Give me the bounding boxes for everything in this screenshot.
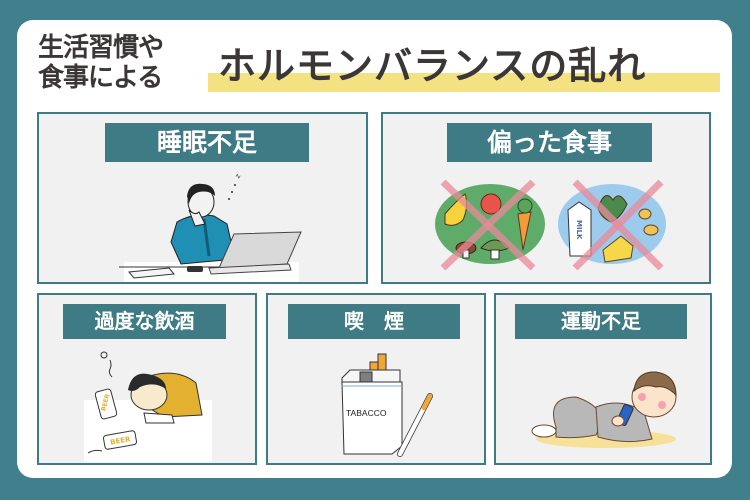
svg-text:TABACCO: TABACCO	[346, 408, 387, 418]
title-highlight-bar	[208, 73, 720, 92]
page-title: ホルモンバランスの乱れ	[218, 44, 647, 88]
drunk-man-illustration: BEER BEER	[84, 351, 212, 462]
panel-smoking: 喫 煙 TABACCO	[266, 293, 486, 465]
panel-excessive-drinking: 過度な飲酒 BEER BEER	[37, 293, 257, 465]
svg-text:z: z	[234, 172, 243, 179]
crossed-food-plates-illustration: MILK	[435, 179, 666, 271]
svg-text:MILK: MILK	[575, 220, 583, 240]
svg-text:BEER: BEER	[100, 393, 111, 412]
header-subtitle: 生活習慣や 食事による	[38, 33, 164, 93]
dairy-plate-icon: MILK	[558, 179, 666, 271]
panel-sleep-deprivation: 睡眠不足 z	[37, 112, 368, 284]
lazy-man-illustration	[531, 371, 677, 448]
subtitle-line-1: 生活習慣や	[38, 33, 164, 63]
panel-label: 喫 煙	[288, 304, 460, 339]
svg-text:BEER: BEER	[110, 435, 132, 447]
panel-label: 偏った食事	[447, 123, 652, 162]
vegetable-plate-icon	[435, 179, 545, 271]
panel-unbalanced-diet: 偏った食事 MILK	[381, 112, 711, 284]
subtitle-line-2: 食事による	[38, 63, 163, 93]
cigarette-pack-illustration: TABACCO	[341, 353, 433, 457]
panel-label: 過度な飲酒	[63, 304, 226, 339]
panel-label: 運動不足	[515, 304, 687, 339]
sleeping-businessman-illustration: z	[119, 172, 302, 282]
panel-label: 睡眠不足	[105, 123, 309, 162]
panel-lack-of-exercise: 運動不足	[494, 293, 712, 465]
